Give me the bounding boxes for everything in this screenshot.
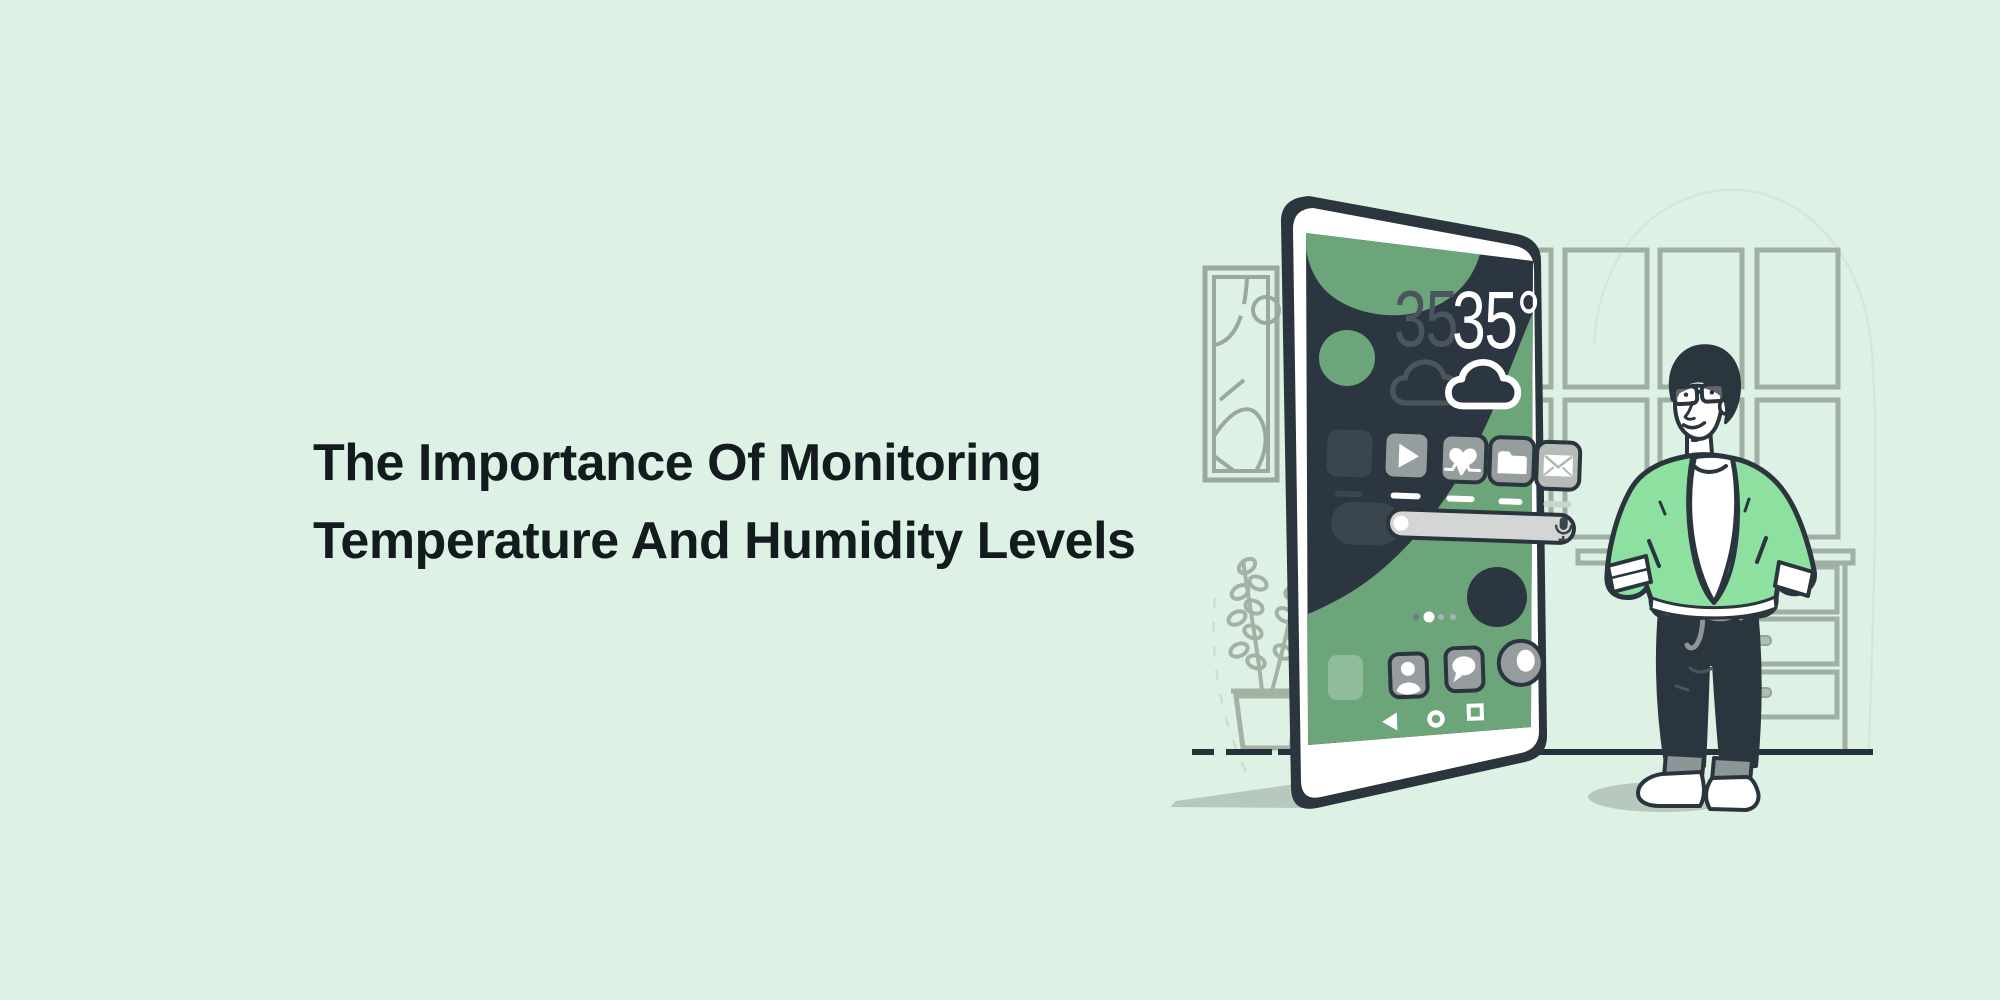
page-dots bbox=[1413, 611, 1456, 623]
mic-icon bbox=[1554, 516, 1573, 542]
jacket-hem bbox=[1649, 595, 1778, 620]
app-icon-echo bbox=[1326, 429, 1373, 478]
health-icon bbox=[1438, 432, 1489, 485]
recents-icon bbox=[1466, 703, 1485, 721]
search-pill bbox=[1386, 507, 1576, 545]
page-title: The Importance Of Monitoring Temperature… bbox=[313, 424, 1136, 580]
man-standing bbox=[1604, 344, 1817, 812]
mail-icon bbox=[1534, 439, 1583, 492]
chat-icon bbox=[1443, 645, 1486, 694]
title-line-1: The Importance Of Monitoring bbox=[313, 434, 1042, 492]
dock-ghost-tile bbox=[1328, 655, 1363, 700]
back-icon bbox=[1382, 712, 1398, 731]
hair bbox=[1669, 344, 1742, 425]
picture-frame bbox=[1202, 265, 1281, 483]
camera-icon bbox=[1496, 638, 1545, 687]
temperature-ghost-text: 35 bbox=[1394, 273, 1457, 363]
search-bar bbox=[1331, 501, 1576, 546]
home-icon bbox=[1427, 710, 1445, 728]
folder-icon bbox=[1487, 435, 1537, 488]
right-sleeve-cuff bbox=[1773, 560, 1815, 598]
search-bar-echo bbox=[1331, 501, 1402, 546]
left-shoe bbox=[1636, 770, 1706, 808]
glasses-icon bbox=[1671, 382, 1733, 407]
temperature-text: 35° bbox=[1452, 275, 1539, 366]
phone-shadow bbox=[1170, 783, 1303, 808]
man-head bbox=[1669, 344, 1742, 443]
play-icon bbox=[1381, 429, 1432, 482]
nav-bar bbox=[1382, 703, 1485, 731]
phone-illustration: 35 35° bbox=[1280, 196, 1583, 809]
potted-plant bbox=[1226, 556, 1308, 751]
screen-dark-circle bbox=[1467, 567, 1527, 627]
background-accent-blob bbox=[1592, 188, 1877, 749]
cloud-icon bbox=[1445, 358, 1522, 410]
search-dot bbox=[1393, 515, 1409, 531]
weather-widget: 35° bbox=[1445, 275, 1541, 410]
dock-icons bbox=[1387, 638, 1545, 700]
right-shoe bbox=[1704, 775, 1761, 812]
screen-blobs bbox=[1306, 233, 1533, 745]
smile bbox=[1681, 421, 1707, 430]
app-icon-row bbox=[1326, 429, 1583, 508]
title-line-2: Temperature And Humidity Levels bbox=[313, 512, 1136, 570]
contacts-icon bbox=[1387, 651, 1430, 700]
app-labels bbox=[1334, 490, 1572, 508]
